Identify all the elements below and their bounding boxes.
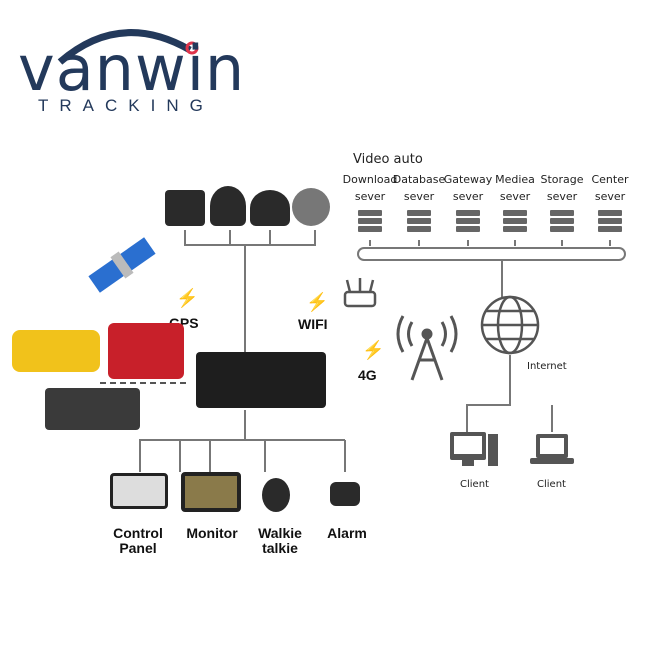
double-decker-bus-image <box>108 323 184 379</box>
client-label: Client <box>460 479 489 490</box>
school-bus-image <box>12 330 100 372</box>
server-name: Mediea <box>495 173 535 186</box>
walkie-talkie-image <box>262 478 290 512</box>
server-sub: sever <box>452 190 484 203</box>
server-sub: sever <box>594 190 626 203</box>
logo-tagline: TRACKING <box>38 96 214 115</box>
server-name: Storage <box>540 173 584 186</box>
peripheral-label: Alarm <box>327 525 367 541</box>
control-panel-image <box>110 473 168 509</box>
globe-icon <box>480 295 540 355</box>
desktop-client-icon <box>450 432 498 466</box>
camera-image <box>292 188 330 226</box>
signal-bolt-icon: ⚡ <box>362 340 385 360</box>
logo-brand: vanwin <box>18 32 246 105</box>
4g-label: 4G <box>358 367 377 383</box>
client-label: Client <box>537 479 566 490</box>
cell-tower-icon <box>396 315 458 381</box>
server-sub: sever <box>354 190 386 203</box>
signal-bolt-icon: ⚡ <box>306 292 329 312</box>
alarm-image <box>330 482 360 506</box>
server-name: Database <box>392 173 446 186</box>
mobile-dvr-image <box>196 352 326 408</box>
server-icon <box>358 210 382 234</box>
satellite-icon <box>88 237 156 293</box>
server-icon <box>456 210 480 234</box>
server-name: Download <box>342 173 398 186</box>
monitor-image <box>181 472 241 512</box>
server-sub: sever <box>403 190 435 203</box>
server-name: Gateway <box>443 173 493 186</box>
signal-bolt-icon: ⚡ <box>176 288 199 308</box>
server-icon <box>550 210 574 234</box>
wifi-label: WIFI <box>298 316 328 332</box>
server-icon <box>407 210 431 234</box>
server-sub: sever <box>499 190 531 203</box>
peripheral-label: Monitor <box>186 525 238 541</box>
wifi-router-icon <box>343 278 377 308</box>
server-name: Center <box>591 173 629 186</box>
camera-image <box>210 186 246 226</box>
server-sub: sever <box>546 190 578 203</box>
servers-title: Video auto <box>353 152 423 167</box>
internet-label: Internet <box>527 361 567 372</box>
camera-image <box>250 190 290 226</box>
laptop-client-icon <box>530 434 574 464</box>
server-icon <box>598 210 622 234</box>
camera-image <box>165 190 205 226</box>
truck-image <box>45 388 140 430</box>
server-icon <box>503 210 527 234</box>
